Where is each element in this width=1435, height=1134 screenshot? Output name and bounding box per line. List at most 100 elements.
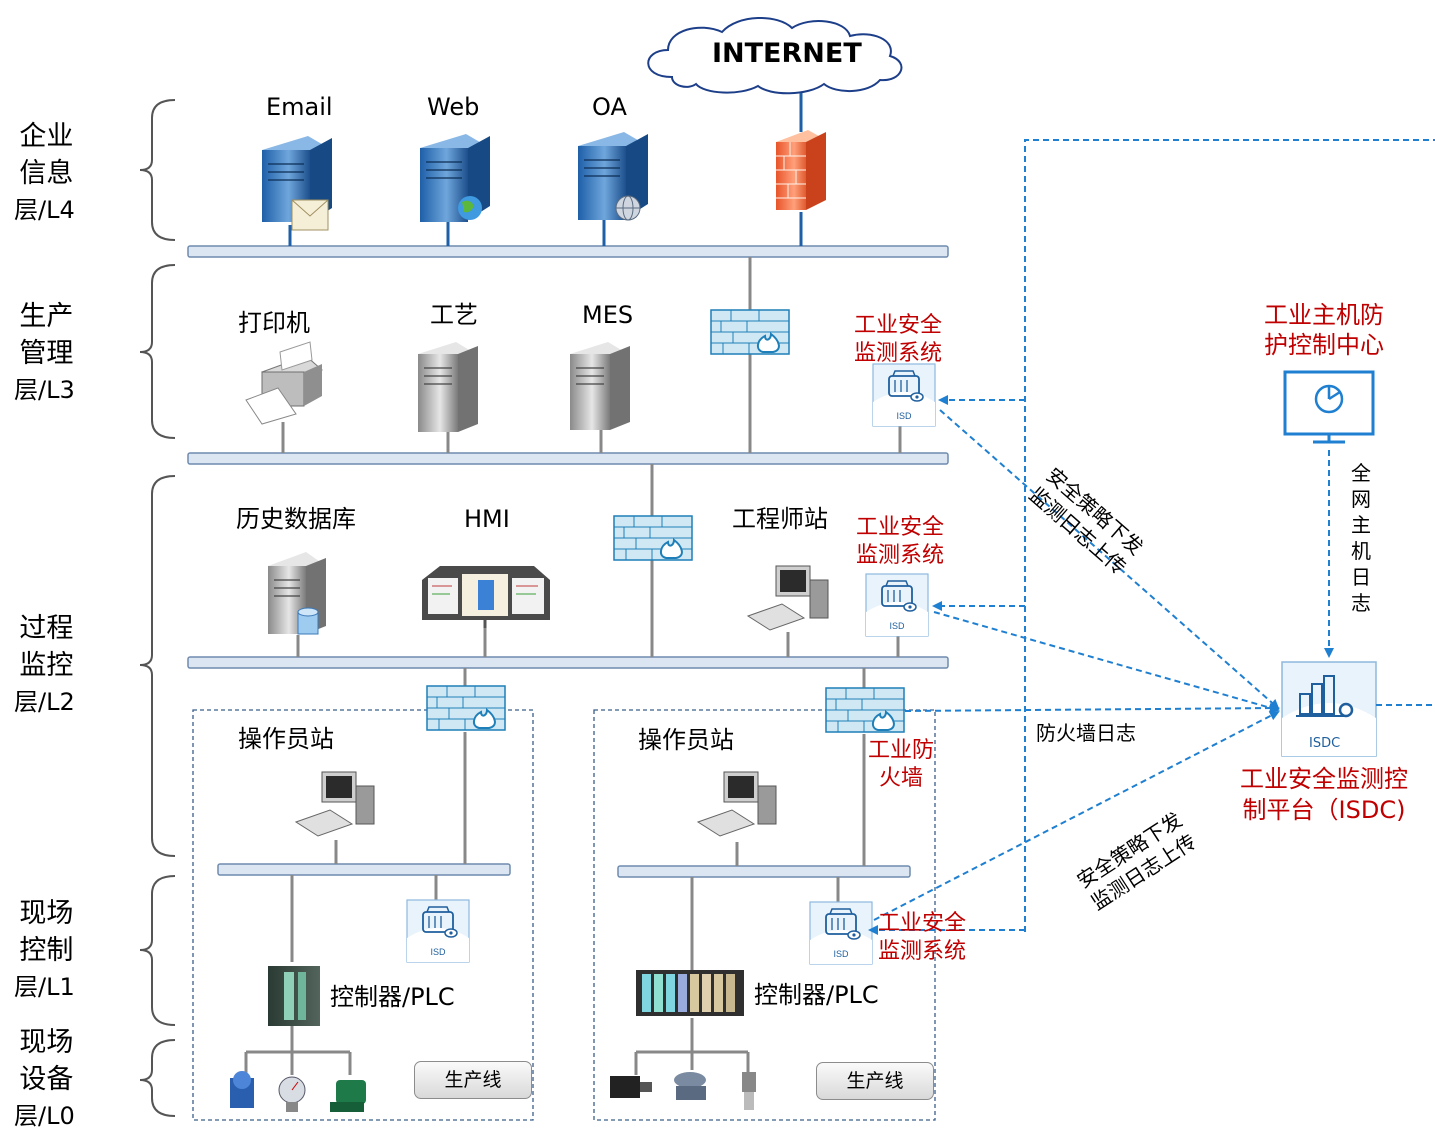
mes-label: MES: [582, 301, 634, 329]
printer-label: 打印机: [238, 309, 310, 337]
historian-server-icon: [268, 552, 326, 635]
l3-firewall-icon: [710, 309, 790, 355]
engineer-label: 工程师站: [732, 505, 828, 533]
layer-l3: 生产 管理 层/L3: [14, 298, 75, 409]
operator-left-label: 操作员站: [238, 725, 334, 753]
isd-tag: ISD: [430, 947, 446, 957]
plc-right-icon: [636, 970, 744, 1016]
layer-l2-line2: 监控: [19, 650, 74, 681]
layer-l2: 过程 监控 层/L2: [14, 610, 75, 721]
isd-l2-label-line2: 监测系统: [856, 543, 945, 568]
layer-l3-line3: 层/L3: [14, 376, 75, 404]
bus-l2: [187, 656, 949, 669]
plc-left-label: 控制器/PLC: [330, 983, 455, 1011]
layer-l0: 现场 设备 层/L0: [14, 1024, 75, 1134]
isdc-label-line2: 制平台（ISDC): [1242, 796, 1406, 824]
layer-l1-line2: 控制: [19, 935, 74, 966]
valve-actuator-icon: [330, 1080, 366, 1112]
host-center-label: 工业主机防 护控制中心: [1264, 300, 1384, 360]
engineer-workstation-icon: [746, 565, 829, 631]
industrial-firewall-label-line2: 火墙: [879, 766, 924, 791]
email-label: Email: [266, 93, 333, 121]
web-label: Web: [427, 93, 480, 121]
layer-l4-line2: 信息: [19, 158, 74, 189]
hmi-label: HMI: [464, 505, 510, 533]
mes-server-icon: [570, 342, 630, 430]
layer-l1: 现场 控制 层/L1: [14, 895, 75, 1006]
plc-right-label: 控制器/PLC: [754, 981, 879, 1009]
production-line-left-badge: 生产线: [414, 1061, 532, 1099]
cell-left-firewall-icon: [426, 685, 506, 731]
host-center-label-line2: 护控制中心: [1264, 331, 1384, 359]
layer-l4-line1: 企业: [19, 121, 74, 152]
production-line-right-badge: 生产线: [816, 1062, 934, 1100]
l2-firewall-icon: [613, 515, 693, 561]
isdc-label: 工业安全监测控 制平台（ISDC): [1240, 764, 1408, 826]
craft-server-icon: [418, 342, 478, 432]
host-log-label: 全网主机日志: [1351, 461, 1371, 615]
plc-left-icon: [268, 966, 320, 1026]
layer-l4-line3: 层/L4: [14, 196, 75, 224]
pressure-gauge-icon: [278, 1076, 306, 1112]
layer-l1-line3: 层/L1: [14, 973, 75, 1001]
host-center-label-line1: 工业主机防: [1264, 301, 1384, 329]
isd-cell-right-label: 工业安全 监测系统: [878, 910, 966, 966]
isdc-tag: ISDC: [1309, 736, 1341, 751]
layer-l2-line3: 层/L2: [14, 688, 75, 716]
isdc-label-line1: 工业安全监测控: [1240, 765, 1408, 793]
layer-l0-line1: 现场: [19, 1027, 74, 1058]
isd-cell-right-label-line1: 工业安全: [878, 911, 967, 936]
hmi-console-icon: [422, 566, 550, 628]
control-valve-icon: [674, 1072, 706, 1100]
internet-label: INTERNET: [712, 38, 862, 69]
printer-icon: [245, 341, 323, 425]
isd-l3-label-line1: 工业安全: [854, 313, 943, 338]
production-cell-right: [593, 709, 936, 1121]
layer-l1-line1: 现场: [19, 898, 74, 929]
isdc-platform-icon: [1281, 661, 1377, 757]
bus-cell-left: [217, 863, 511, 876]
oa-server-icon: [578, 132, 648, 221]
servo-motor-icon: [610, 1076, 652, 1098]
layer-l0-line2: 设备: [19, 1064, 74, 1095]
isd-l3-icon: ISD: [872, 363, 936, 427]
firewall-log-label: 防火墙日志: [1036, 721, 1136, 745]
layer-l4: 企业 信息 层/L4: [14, 118, 75, 229]
isd-l2-icon: ISD: [865, 573, 929, 637]
bus-l3: [187, 452, 949, 465]
email-server-icon: [262, 136, 332, 231]
web-server-icon: [420, 134, 490, 222]
isd-l2-label-line1: 工业安全: [856, 515, 945, 540]
oa-label: OA: [592, 93, 627, 121]
isd-l3-label: 工业安全 监测系统: [854, 312, 942, 368]
isd-l2-label: 工业安全 监测系统: [856, 514, 944, 570]
operator-station-right-icon: [696, 771, 777, 837]
isd-cell-left-icon: ISD: [406, 899, 470, 963]
internet-firewall-icon: [776, 130, 826, 210]
production-cell-left: [192, 709, 534, 1121]
host-center-monitor-icon: [1283, 370, 1375, 444]
isd-cell-right-icon: ISD: [809, 901, 873, 965]
isd-tag: ISD: [833, 949, 849, 959]
isd-tag: ISD: [889, 621, 905, 631]
pressure-transmitter-icon: [742, 1072, 756, 1110]
internet-cloud: [647, 17, 903, 95]
isd-l3-label-line2: 监测系统: [854, 341, 943, 366]
operator-station-left-icon: [294, 771, 375, 837]
bus-cell-right: [617, 865, 911, 878]
layer-l3-line1: 生产: [19, 301, 74, 332]
operator-right-label: 操作员站: [638, 726, 734, 754]
layer-l2-line1: 过程: [19, 613, 74, 644]
network-buses: [187, 245, 949, 878]
industrial-firewall-label: 工业防 火墙: [868, 737, 934, 793]
bus-l4: [187, 245, 949, 258]
craft-label: 工艺: [430, 301, 478, 329]
industrial-firewall-icon: [825, 687, 905, 733]
isd-tag: ISD: [896, 411, 912, 421]
layer-l0-line3: 层/L0: [14, 1102, 75, 1130]
historian-label: 历史数据库: [236, 505, 356, 533]
industrial-firewall-label-line1: 工业防: [868, 738, 935, 763]
layer-l3-line2: 管理: [19, 338, 74, 369]
